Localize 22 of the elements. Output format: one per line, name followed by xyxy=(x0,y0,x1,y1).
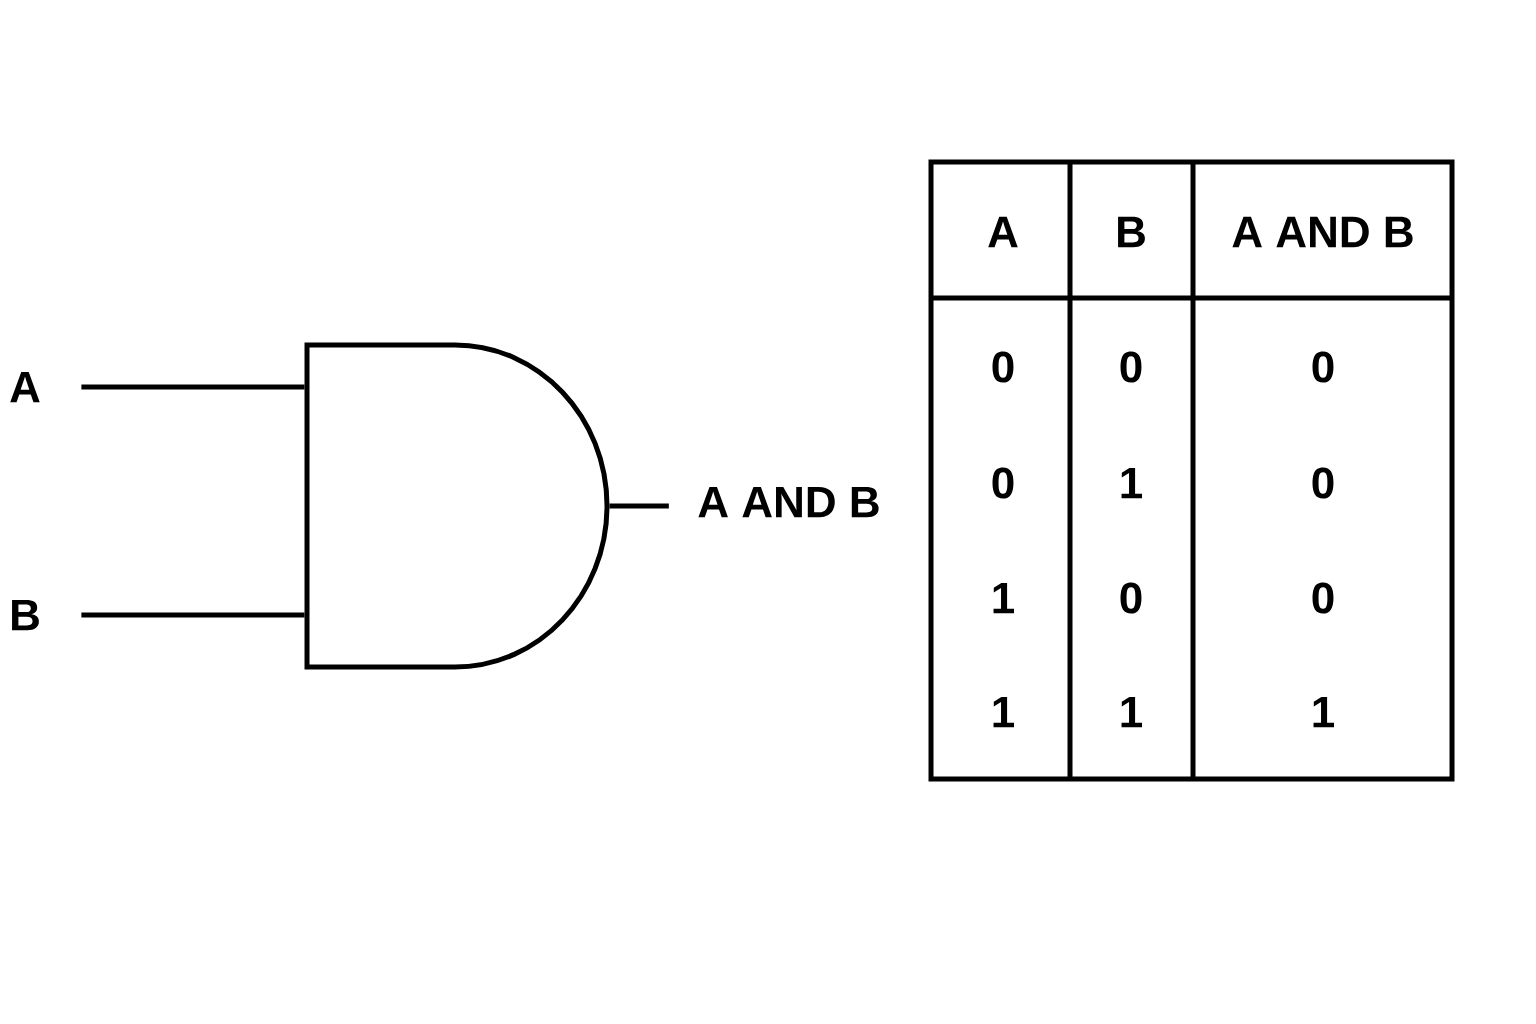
table-cell: 0 xyxy=(1312,351,1334,383)
table-cell: 1 xyxy=(1121,467,1142,499)
table-cell: 0 xyxy=(992,351,1014,383)
column-header: A AND B xyxy=(1232,216,1413,248)
column-header: A xyxy=(988,216,1018,248)
wire xyxy=(81,384,305,390)
table-cell: 1 xyxy=(1121,696,1142,728)
table-cell: 0 xyxy=(1120,582,1142,614)
wire xyxy=(609,503,669,509)
wire xyxy=(81,612,305,618)
table-cell: 1 xyxy=(993,582,1014,614)
input-label: B xyxy=(12,599,39,631)
table-cell: 1 xyxy=(993,696,1014,728)
input-label: A xyxy=(10,371,40,403)
output-label: A AND B xyxy=(698,486,879,518)
table-cell: 0 xyxy=(1312,582,1334,614)
table-cell: 1 xyxy=(1313,696,1334,728)
and-gate xyxy=(304,342,610,670)
table-cell: 0 xyxy=(1312,467,1334,499)
table-cell: 0 xyxy=(992,467,1014,499)
column-header: B xyxy=(1118,216,1145,248)
table-cell: 0 xyxy=(1120,351,1142,383)
